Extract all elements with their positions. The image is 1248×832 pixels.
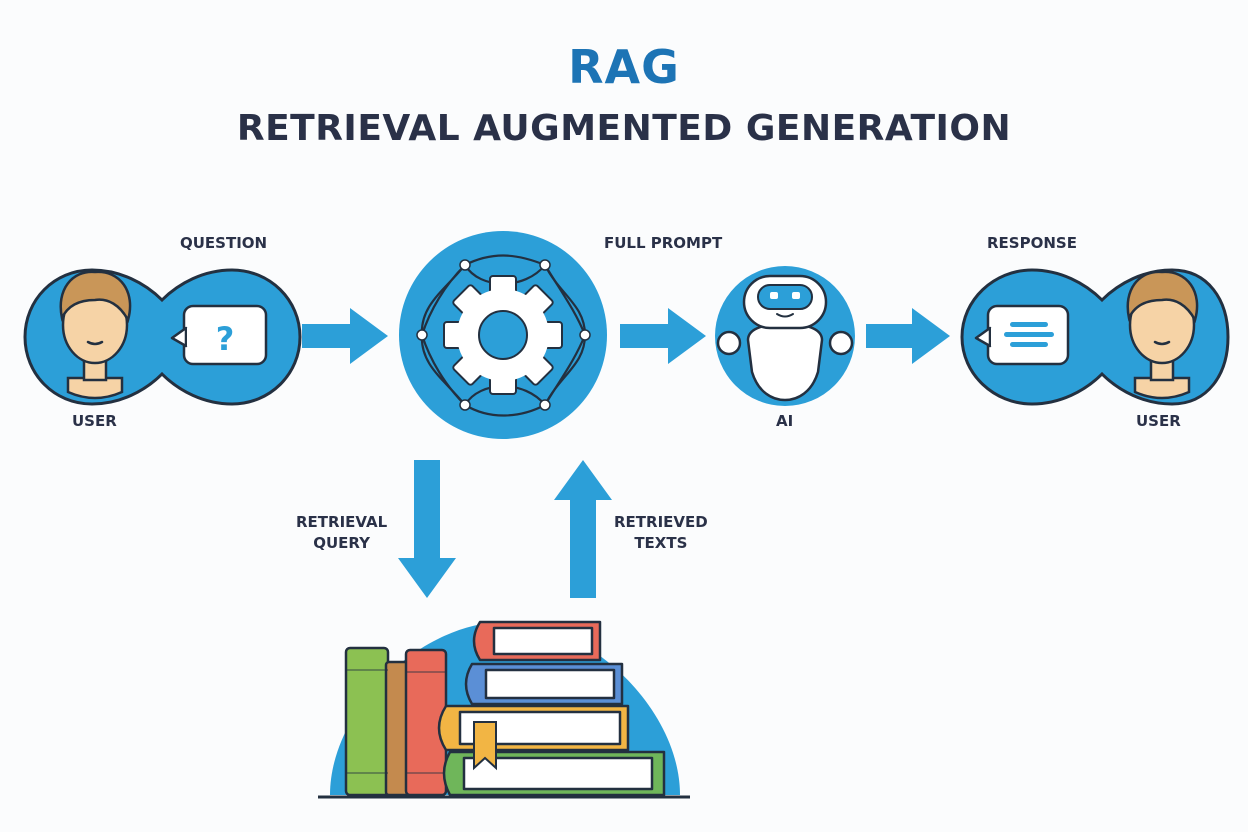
label-retrieval-query: RETRIEVAL QUERY [296,512,387,554]
label-ai: AI [776,412,794,430]
arrow-rag-to-ai [620,308,706,364]
rag-engine-node [399,231,607,439]
network-nodes [416,259,591,411]
bookmark-icon [473,721,497,771]
arrow-retrieval-query-down [398,460,456,598]
label-user-right: USER [1136,412,1181,430]
user-avatar-right [1126,270,1199,400]
diagram-title: RAG [568,40,680,94]
label-retrieval-query-line1: RETRIEVAL [296,513,388,531]
question-mark-glyph: ? [216,320,235,358]
arrow-ai-to-response [866,308,950,364]
arrow-retrieved-texts-up [554,460,612,598]
knowledge-base-books [318,620,690,799]
label-user-left: USER [72,412,117,430]
question-bubble-icon: ? [170,304,268,366]
response-user-node [960,268,1230,406]
label-retrieved-texts-line1: RETRIEVED [614,513,708,531]
label-retrieval-query-line2: QUERY [313,534,370,552]
diagram-subtitle: RETRIEVAL AUGMENTED GENERATION [236,108,1012,149]
arrow-question-to-rag [302,308,388,364]
response-bubble-icon [974,304,1070,366]
label-response: RESPONSE [987,234,1077,252]
label-question: QUESTION [180,234,268,252]
ai-node [715,266,855,406]
robot-icon [716,274,854,402]
label-retrieved-texts-line2: TEXTS [634,534,688,552]
gear-icon [443,275,563,395]
label-retrieved-texts: RETRIEVED TEXTS [614,512,708,554]
user-question-node: ? [23,268,302,406]
label-full-prompt: FULL PROMPT [604,234,723,252]
user-avatar-left [59,270,132,400]
standing-books [344,646,448,797]
